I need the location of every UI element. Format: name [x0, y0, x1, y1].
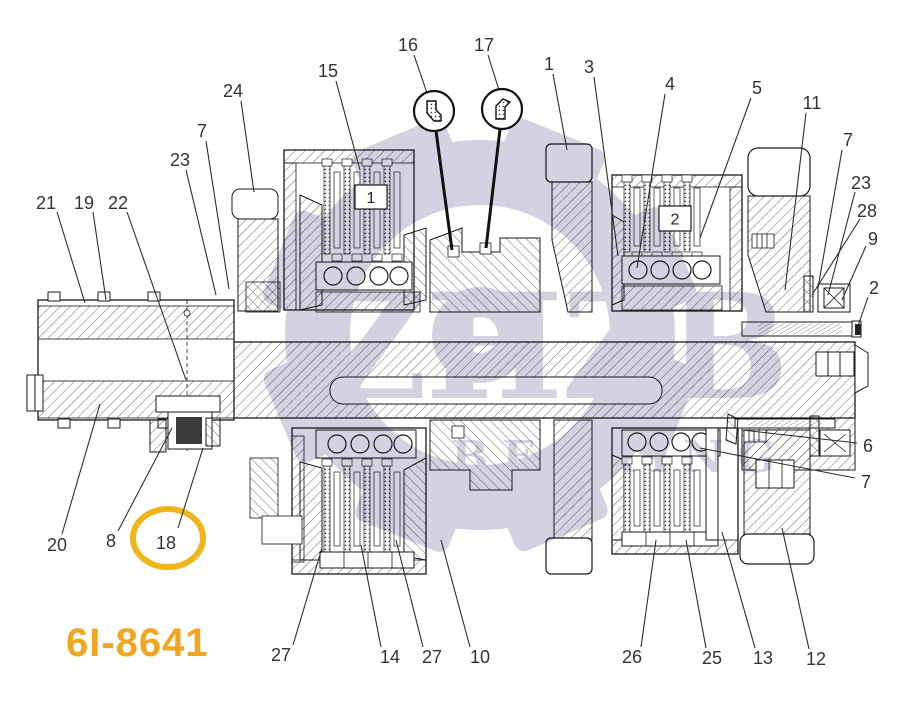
- callout-label: 14: [380, 647, 400, 667]
- callout-label: 1: [544, 54, 554, 74]
- callout-27: 27: [271, 547, 323, 665]
- callout-label: 11: [803, 93, 822, 113]
- callout-14: 14: [360, 544, 400, 667]
- callout-21: 21: [36, 193, 86, 304]
- watermark-subtitle: BEARING: [451, 432, 789, 483]
- callout-label: 17: [474, 35, 494, 55]
- seal-a-icon: [426, 100, 442, 122]
- callout-label: 15: [318, 61, 338, 81]
- callout-23: 23: [827, 173, 871, 296]
- callout-label: 7: [861, 472, 871, 492]
- right-top-ring: [747, 147, 811, 313]
- callout-label: 7: [197, 121, 207, 141]
- plate-box-2: 2: [658, 205, 692, 232]
- callout-26: 26: [622, 539, 657, 667]
- callout-7: 7: [699, 447, 871, 492]
- callout-label: 7: [843, 130, 853, 150]
- callout-27: 27: [395, 539, 442, 667]
- watermark-brand: ZHZB: [321, 262, 788, 433]
- callout-label: 22: [108, 193, 128, 213]
- drawing-number: 6I-8641: [66, 621, 209, 665]
- callout-4: 4: [636, 74, 675, 269]
- right-top-bearing: [803, 275, 851, 313]
- plate-box-1: 1: [354, 184, 388, 210]
- callout-12: 12: [781, 527, 826, 669]
- callout-6: 6: [741, 429, 873, 456]
- callout-label: 16: [398, 35, 418, 55]
- callout-16: 16: [398, 35, 456, 251]
- callout-28: 28: [811, 201, 877, 296]
- lower-right-gear: [725, 413, 851, 565]
- callout-1: 1: [544, 54, 568, 151]
- callout-19: 19: [74, 193, 107, 301]
- watermark: ZHZB BEARING: [263, 118, 789, 552]
- plate-box-label: 1: [367, 190, 376, 207]
- callout-13: 13: [721, 531, 773, 668]
- callout-label: 8: [106, 531, 116, 551]
- callout-7: 7: [197, 121, 230, 290]
- callout-2: 2: [857, 278, 879, 327]
- callout-label: 27: [422, 647, 442, 667]
- callout-11: 11: [784, 93, 822, 291]
- callout-7: 7: [817, 130, 853, 289]
- highlight-ellipse: [130, 506, 206, 570]
- plate-box-label: 2: [671, 212, 680, 229]
- callout-label: 5: [752, 78, 762, 98]
- callout-label: 13: [753, 648, 773, 668]
- callout-17: 17: [474, 35, 524, 249]
- callout-15: 15: [318, 61, 361, 171]
- callout-23: 23: [170, 150, 217, 296]
- watermark-gear-icon: [263, 118, 697, 552]
- callout-label: 19: [74, 193, 94, 213]
- callout-9: 9: [841, 229, 878, 301]
- callout-5: 5: [699, 78, 762, 239]
- callout-label: 23: [851, 173, 871, 193]
- callout-label: 20: [47, 535, 67, 555]
- callout-label: 23: [170, 150, 190, 170]
- callout-25: 25: [685, 539, 722, 668]
- callout-label: 27: [271, 645, 291, 665]
- callout-label: 25: [702, 648, 722, 668]
- plate-number-boxes: 12: [354, 184, 692, 232]
- callout-label: 6: [863, 436, 873, 456]
- callout-label: 12: [806, 649, 826, 669]
- callout-3: 3: [584, 57, 619, 257]
- callout-10: 10: [440, 539, 490, 667]
- callout-label: 9: [868, 229, 878, 249]
- callout-label: 21: [36, 193, 56, 213]
- callout-label: 18: [156, 533, 176, 553]
- callout-18: 18: [130, 447, 206, 570]
- callout-label: 2: [869, 278, 879, 298]
- callout-label: 28: [857, 201, 877, 221]
- callout-label: 10: [470, 647, 490, 667]
- callout-label: 24: [223, 81, 243, 101]
- seal-b-icon: [495, 98, 512, 120]
- callout-label: 26: [622, 647, 642, 667]
- callout-22: 22: [108, 193, 187, 381]
- left-bearing: [149, 395, 221, 453]
- callout-label: 3: [584, 57, 594, 77]
- callout-20: 20: [47, 403, 101, 555]
- callout-label: 4: [665, 74, 675, 94]
- callout-8: 8: [106, 427, 173, 551]
- callout-24: 24: [223, 81, 255, 193]
